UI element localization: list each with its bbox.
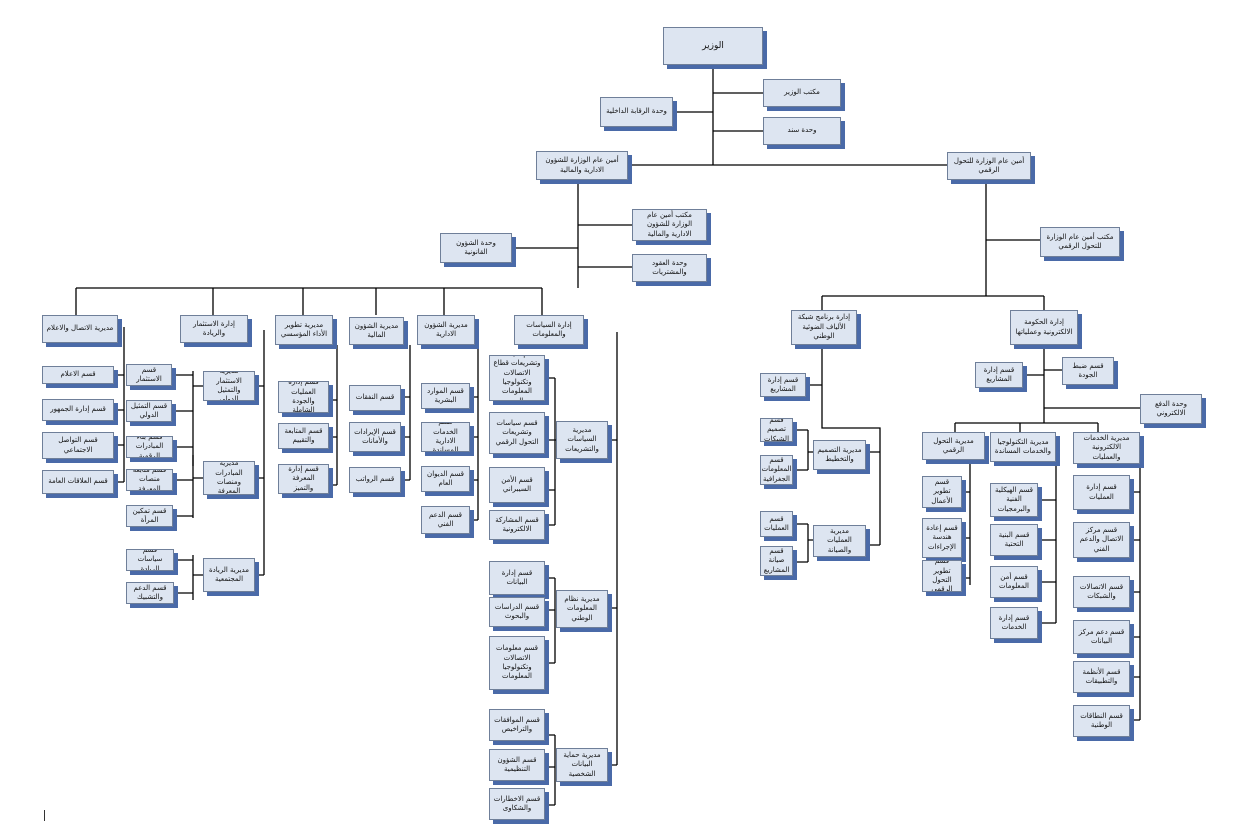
initiatives-section-box: قسم تمكين المرأة xyxy=(126,505,173,527)
entrepreneurship-dir-box: مديرية الريادة المجتمعية xyxy=(203,558,255,592)
policies-section-box: قسم سياسات وتشريعات قطاع الاتصالات وتكنو… xyxy=(489,355,545,401)
tech-section-box: قسم أمن المعلومات xyxy=(990,566,1038,598)
digital-branch-title-box: أمين عام الوزارة للتحول الرقمي xyxy=(947,152,1031,180)
operations-section-box: قسم العمليات xyxy=(760,511,793,537)
eservices-section-box: قسم مركز الاتصال والدعم الفني xyxy=(1073,522,1130,558)
comm-section-box: قسم الاعلام xyxy=(42,366,114,384)
entrepreneurship-section-box: قسم الدعم والتشبيك xyxy=(126,582,174,604)
tech-section-box: قسم إدارة الخدمات xyxy=(990,607,1038,639)
policies-section-box: قسم المشاركة الالكترونية xyxy=(489,510,545,540)
initiatives-section-box: قسم متابعة منصات المعرفة xyxy=(126,469,173,491)
policies-section-box: قسم سياسات وتشريعات التحول الرقمي xyxy=(489,412,545,454)
contracts-unit-box: وحدة العقود والمشتريات xyxy=(632,254,707,282)
nis-section-box: قسم معلومات الاتصالات وتكنولوجيا المعلوم… xyxy=(489,636,545,690)
operations-section-box: قسم صيانة المشاريع xyxy=(760,546,793,576)
transform-section-box: قسم إعادة هندسة الإجراءات xyxy=(922,518,962,558)
initiatives-section-box: قسم بناء المبادرات الرقمية xyxy=(126,436,173,458)
eservices-section-box: قسم النطاقات الوطنية xyxy=(1073,705,1130,737)
comm-section-box: قسم العلاقات العامة xyxy=(42,470,114,494)
tech-dir-box: مديرية التكنولوجيا والخدمات المساندة xyxy=(990,432,1056,462)
initiatives-dir-box: مديرية المبادرات ومنصات المعرفة xyxy=(203,461,255,495)
policies-dir-box: مديرية السياسات والتشريعات xyxy=(556,421,608,459)
digital-transform-dir-box: مديرية التحول الرقمي xyxy=(922,432,985,460)
financial-affairs-box: مديرية الشؤون المالية xyxy=(349,317,404,345)
institutional-dev-box: مديرية تطوير الأداء المؤسسي xyxy=(275,315,333,345)
tech-section-box: قسم البنية التحتية xyxy=(990,524,1038,556)
internal-control-unit-box: وحدة الرقابة الداخلية xyxy=(600,97,673,127)
network-project-mgmt-box: قسم إدارة المشاريع xyxy=(760,373,806,397)
nis-dir-box: مديرية نظام المعلومات الوطني xyxy=(556,590,608,628)
financial-section-box: قسم النفقات xyxy=(349,385,401,411)
transform-section-box: قسم تطوير التحول الرقمي xyxy=(922,560,962,592)
entrepreneurship-section-box: قسم سياسات الريادة xyxy=(126,549,174,571)
eservices-section-box: قسم الاتصالات والشبكات xyxy=(1073,576,1130,608)
payment-unit-box: وحدة الدفع الالكتروني xyxy=(1140,394,1202,424)
tech-section-box: قسم الهيكلية الفنية والبرمجيات xyxy=(990,483,1038,517)
admin-office-box: مكتب أمين عام الوزارة للشؤون الادارية وا… xyxy=(632,209,707,241)
data-protection-section-box: قسم الشؤون التنظيمية xyxy=(489,749,545,781)
eservices-section-box: قسم إدارة العمليات xyxy=(1073,475,1130,510)
admin-branch-title-box: أمين عام الوزارة للشؤون الادارية والمالي… xyxy=(536,151,628,180)
admin-affairs-section-box: قسم الديوان العام xyxy=(421,466,470,492)
quality-box: قسم ضبط الجودة xyxy=(1062,357,1114,385)
data-protection-dir-box: مديرية حماية البيانات الشخصية xyxy=(556,748,608,782)
investment-dept-box: إدارة الاستثمار والريادة xyxy=(180,315,248,343)
nis-section-box: قسم الدراسات والبحوث xyxy=(489,597,545,627)
institutional-section-box: قسم إدارة المعرفة والتميز xyxy=(278,464,329,494)
investment-section-box: قسم الاستثمار xyxy=(126,364,172,386)
eservices-dir-box: مديرية الخدمات الالكترونية والعمليات xyxy=(1073,432,1140,464)
admin-affairs-section-box: قسم الخدمات الادارية المساندة xyxy=(421,422,470,452)
design-planning-dir-box: مديرية التصميم والتخطيط xyxy=(813,440,866,470)
nis-section-box: قسم إدارة البيانات xyxy=(489,561,545,595)
operations-dir-box: مديرية العمليات والصيانة xyxy=(813,525,866,557)
digital-office-box: مكتب أمين عام الوزارة للتحول الرقمي xyxy=(1040,227,1120,257)
comm-section-box: قسم إدارة الجمهور xyxy=(42,399,114,421)
legal-unit-box: وحدة الشؤون القانونية xyxy=(440,233,512,263)
data-protection-section-box: قسم الاخطارات والشكاوى xyxy=(489,788,545,820)
financial-section-box: قسم الرواتب xyxy=(349,467,401,493)
policies-dept-box: إدارة السياسات والمعلومات xyxy=(514,315,584,345)
egov-project-mgmt-box: قسم إدارة المشاريع xyxy=(975,362,1023,388)
eservices-section-box: قسم الأنظمة والتطبيقات xyxy=(1073,661,1130,693)
eservices-section-box: قسم دعم مركز البيانات xyxy=(1073,620,1130,654)
minister-box: الوزير xyxy=(663,27,763,65)
ministers-office-box: مكتب الوزير xyxy=(763,79,841,107)
investment-section-box: قسم التمثيل الدولي xyxy=(126,400,172,422)
sanad-unit-box: وحدة سند xyxy=(763,117,841,145)
design-section-box: قسم تصميم الشبكات xyxy=(760,418,793,442)
transform-section-box: قسم تطوير الأعمال xyxy=(922,476,962,508)
egov-dept-box: إدارة الحكومة الالكترونية وعملياتها xyxy=(1010,310,1078,345)
admin-affairs-section-box: قسم الموارد البشرية xyxy=(421,383,470,409)
design-section-box: قسم المعلومات الجغرافية xyxy=(760,455,793,485)
data-protection-section-box: قسم الموافقات والتراخيص xyxy=(489,709,545,741)
network-dept-box: إدارة برنامج شبكة الألياف الضوئية الوطني xyxy=(791,310,857,345)
comm-dept-box: مديرية الاتصال والاعلام xyxy=(42,315,118,343)
admin-affairs-box: مديرية الشؤون الادارية xyxy=(417,315,475,345)
financial-section-box: قسم الإيرادات والأمانات xyxy=(349,422,401,452)
policies-section-box: قسم الأمن السيبراني xyxy=(489,467,545,503)
institutional-section-box: قسم إدارة العمليات والجودة الشاملة xyxy=(278,381,329,413)
text-cursor xyxy=(44,810,45,821)
admin-affairs-section-box: قسم الدعم الفني xyxy=(421,506,470,534)
comm-section-box: قسم التواصل الاجتماعي xyxy=(42,432,114,459)
institutional-section-box: قسم المتابعة والتقييم xyxy=(278,423,329,449)
investment-dir-box: مديرية الاستثمار والتمثيل الدولي xyxy=(203,371,255,401)
